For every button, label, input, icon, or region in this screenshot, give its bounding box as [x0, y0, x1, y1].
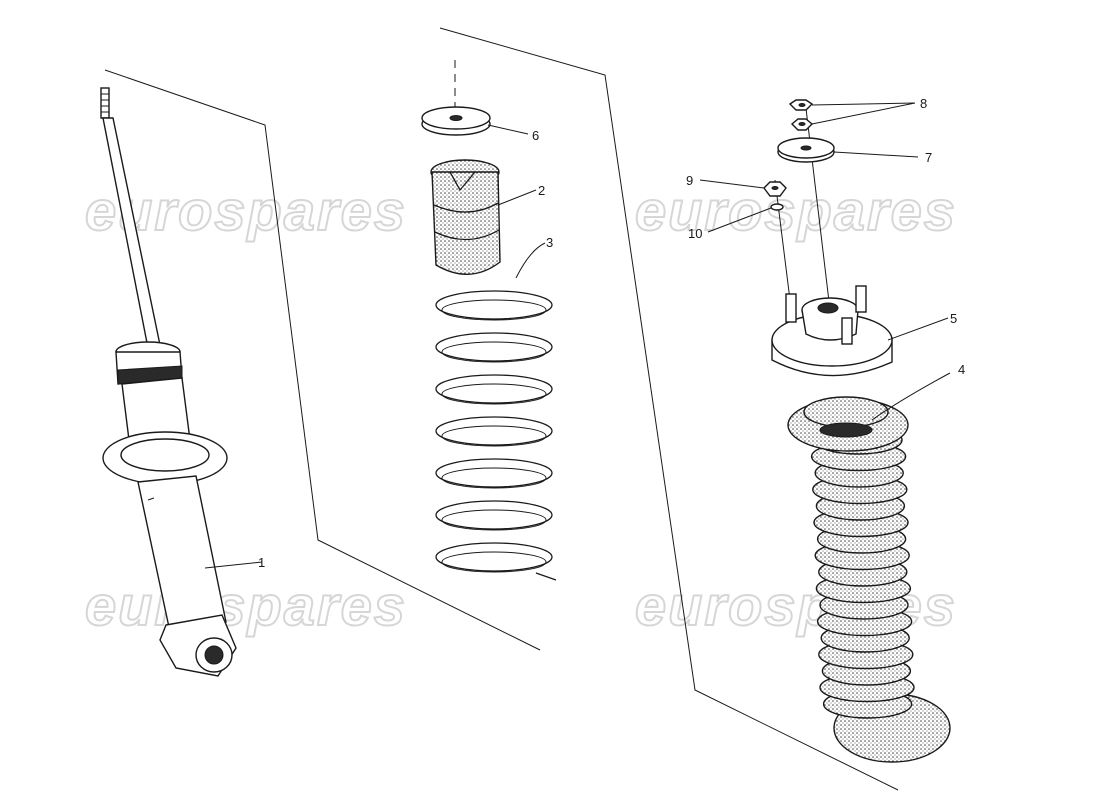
- axis-line-mount: [804, 99, 831, 311]
- callout-10: 10: [688, 226, 702, 241]
- axis-line-middle: [439, 27, 899, 791]
- watermark-text: eurospares: [85, 179, 407, 242]
- rod-thread: [100, 87, 110, 119]
- spring-coil: [435, 458, 553, 488]
- spring-coil-inner: [441, 299, 547, 321]
- spring-coil: [435, 500, 553, 530]
- callout-8: 8: [920, 96, 927, 111]
- callout-6: 6: [532, 128, 539, 143]
- callout-1: 1: [258, 555, 265, 570]
- lower-body: [137, 475, 227, 633]
- axis-line-left: [104, 69, 541, 651]
- mount-washer: [777, 137, 835, 163]
- callout-3: 3: [546, 235, 553, 250]
- leader-10: [707, 207, 772, 233]
- leader-2: [497, 189, 537, 206]
- leader-8a: [811, 102, 916, 106]
- side-nut-washer: [763, 181, 787, 211]
- leader-4: [871, 372, 951, 421]
- callout-9: 9: [686, 173, 693, 188]
- callout-leaders: [204, 102, 951, 569]
- spring-coil-inner: [441, 509, 547, 531]
- coil-spring: [435, 290, 557, 581]
- shock-absorber: [100, 87, 237, 677]
- boot-bore: [819, 422, 873, 438]
- spring-coil: [435, 332, 553, 362]
- callout-labels: 1 2 3 4 5 6 7 8 9 10: [258, 96, 965, 570]
- spring-coil-inner: [441, 341, 547, 363]
- callout-5: 5: [950, 311, 957, 326]
- dust-boot: [787, 396, 951, 763]
- top-washer: [421, 106, 491, 136]
- spring-coil-inner: [441, 425, 547, 447]
- spring-end: [535, 572, 557, 581]
- axis-line-stud: [774, 179, 791, 301]
- assembly-lines: [104, 27, 899, 791]
- leader-7: [833, 151, 919, 158]
- spring-coil-inner: [441, 467, 547, 489]
- callout-7: 7: [925, 150, 932, 165]
- spring-coil: [435, 374, 553, 404]
- spring-coil-inner: [441, 551, 547, 573]
- callout-2: 2: [538, 183, 545, 198]
- leader-8b: [811, 102, 916, 125]
- bump-stop: [430, 159, 501, 275]
- leader-9: [699, 179, 765, 189]
- callout-4: 4: [958, 362, 965, 377]
- watermark-text: eurospares: [85, 574, 407, 637]
- top-mount: [771, 285, 893, 377]
- top-nuts: [788, 99, 814, 131]
- spring-coil-inner: [441, 383, 547, 405]
- leader-5: [887, 317, 949, 341]
- spring-coil: [435, 542, 553, 572]
- spring-coil: [435, 416, 553, 446]
- leader-1: [204, 561, 263, 569]
- leader-6: [487, 124, 529, 135]
- spring-coil: [435, 290, 553, 320]
- watermark-text: eurospares: [635, 179, 957, 242]
- leader-3: [515, 242, 546, 279]
